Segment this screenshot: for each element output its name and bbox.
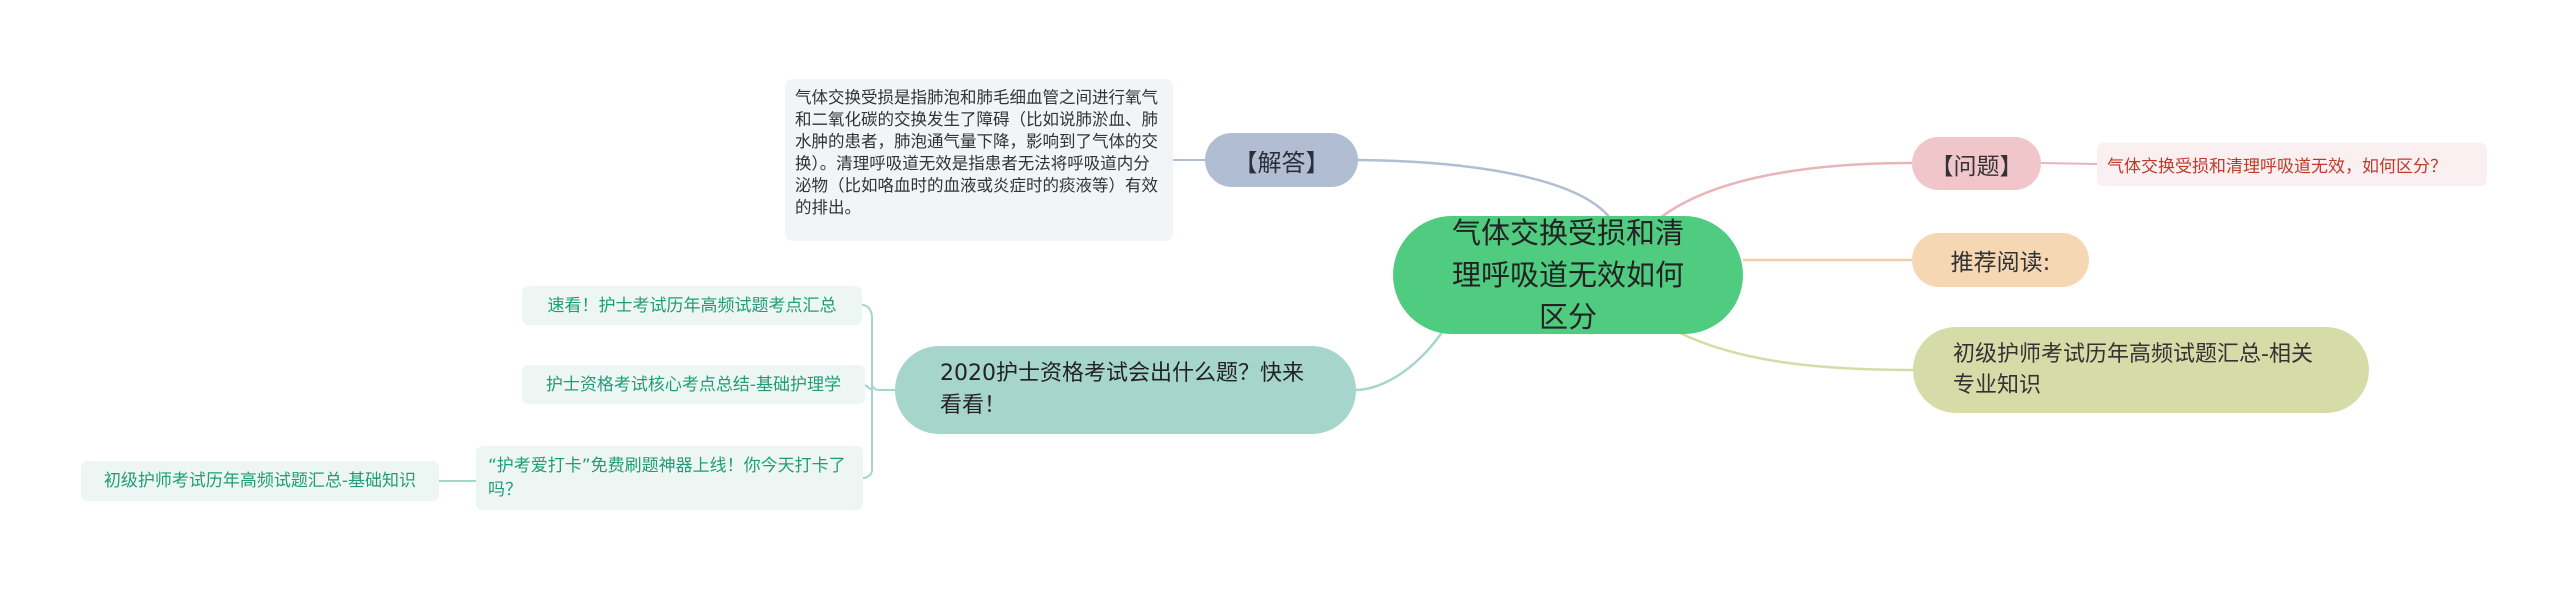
exam-leaf-1[interactable]: 速看！护士考试历年高频试题考点汇总 xyxy=(522,286,862,325)
question-tag-node[interactable]: 【问题】 xyxy=(1912,137,2041,190)
question-text-node[interactable]: 气体交换受损和清理呼吸道无效，如何区分？ xyxy=(2097,143,2487,186)
question-tag-label: 【问题】 xyxy=(1930,153,2023,180)
answer-text-node[interactable]: 气体交换受损是指肺泡和肺毛细血管之间进行氧气和二氧化碳的交换发生了障碍（比如说肺… xyxy=(785,79,1173,241)
exam-topic-label: 2020护士资格考试会出什么题？快来看看！ xyxy=(940,361,1304,418)
link-exam-leaves xyxy=(861,304,895,479)
answer-tag-node[interactable]: 【解答】 xyxy=(1205,133,1358,187)
recommended-reading-node[interactable]: 推荐阅读: xyxy=(1912,233,2089,287)
exam-leaf-3-label: “护考爱打卡”免费刷题神器上线！你今天打卡了吗？ xyxy=(488,456,846,500)
exam-leaf-3[interactable]: “护考爱打卡”免费刷题神器上线！你今天打卡了吗？ xyxy=(476,446,863,510)
root-topic-title: 气体交换受损和清理呼吸道无效如何区分 xyxy=(1451,216,1684,334)
link-root-exam xyxy=(1355,319,1452,392)
root-topic[interactable]: 气体交换受损和清理呼吸道无效如何区分 xyxy=(1393,216,1743,334)
recommended-reading-label: 推荐阅读: xyxy=(1950,250,2051,276)
link-question-text xyxy=(2040,162,2098,165)
link-root-question xyxy=(1659,161,1913,219)
related-knowledge-node[interactable]: 初级护师考试历年高频试题汇总-相关专业知识 xyxy=(1913,327,2369,413)
exam-leaf-1-label: 速看！护士考试历年高频试题考点汇总 xyxy=(547,295,837,316)
answer-text-content: 气体交换受损是指肺泡和肺毛细血管之间进行氧气和二氧化碳的交换发生了障碍（比如说肺… xyxy=(795,88,1158,217)
exam-sub-leaf[interactable]: 初级护师考试历年高频试题汇总-基础知识 xyxy=(81,461,439,501)
link-root-answer xyxy=(1357,158,1611,219)
answer-tag-label: 【解答】 xyxy=(1233,148,1330,177)
exam-topic-node[interactable]: 2020护士资格考试会出什么题？快来看看！ xyxy=(895,346,1356,434)
related-knowledge-label: 初级护师考试历年高频试题汇总-相关专业知识 xyxy=(1953,342,2313,398)
link-root-related xyxy=(1679,331,1914,372)
exam-leaf-2[interactable]: 护士资格考试核心考点总结-基础护理学 xyxy=(522,365,865,404)
exam-leaf-2-label: 护士资格考试核心考点总结-基础护理学 xyxy=(545,374,842,395)
exam-sub-leaf-label: 初级护师考试历年高频试题汇总-基础知识 xyxy=(103,471,417,491)
question-text-content: 气体交换受损和清理呼吸道无效，如何区分？ xyxy=(2107,157,2447,177)
